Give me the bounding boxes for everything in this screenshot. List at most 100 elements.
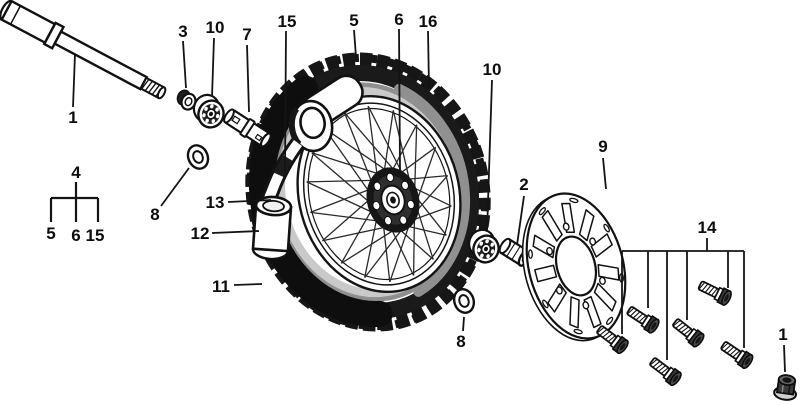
axle-sleeve-slots <box>231 115 263 142</box>
leader-lines <box>49 28 786 373</box>
tube-band-dark-segment <box>273 155 293 178</box>
spoke-line <box>416 197 447 236</box>
leader-brake-disc <box>602 157 607 190</box>
spoke-line <box>383 110 394 171</box>
callout-sub-assembly: 4 <box>71 163 81 182</box>
hub-hole <box>406 199 415 210</box>
disc-rim-slot <box>573 328 583 335</box>
disc-slot <box>578 209 595 242</box>
hub-hole <box>384 216 392 226</box>
callout-washer-left: 8 <box>150 205 159 224</box>
spoke-line <box>310 211 378 222</box>
disc-rim-slot <box>538 207 546 216</box>
spoke-line <box>340 229 394 264</box>
spoke-line <box>416 147 437 201</box>
spoke-line <box>392 124 418 170</box>
hub-axle-hole <box>390 196 396 204</box>
leader-rim <box>398 28 401 171</box>
callout-tire: 5 <box>349 11 358 30</box>
disc-mount-hole <box>546 246 554 256</box>
callout-bearing-right: 10 <box>483 60 502 79</box>
axle-sleeve-part <box>223 108 272 148</box>
axle-threads <box>141 78 164 97</box>
callout-washer-right: 8 <box>456 332 465 351</box>
hub-hole <box>399 215 408 225</box>
leader-center-spacer <box>516 195 525 246</box>
axle-sleeve-right-end <box>259 132 272 148</box>
spoke-line <box>416 208 434 260</box>
axle-head-edge <box>10 5 21 25</box>
spoke-line <box>367 106 378 175</box>
callout-sub-tube: 15 <box>86 226 105 245</box>
leader-axle-sleeve <box>246 44 250 113</box>
spoke-line <box>324 128 370 192</box>
disc-slot <box>561 202 576 234</box>
leader-bearing-right <box>486 79 493 233</box>
axle-nut-part <box>773 374 798 401</box>
bracket-disc-bolts <box>621 238 745 360</box>
callout-bearing-left: 10 <box>206 18 225 37</box>
leader-tire <box>353 29 357 58</box>
leader-axle-nut <box>783 344 786 373</box>
callout-sub-rim: 6 <box>71 226 80 245</box>
hub-hole <box>373 181 382 191</box>
leader-rim-band <box>427 30 430 89</box>
callout-labels: 1 3 10 7 15 5 6 16 10 4 5 6 15 8 13 12 1… <box>46 10 787 351</box>
spacer-left-end <box>498 237 512 255</box>
disc-slot <box>597 263 620 281</box>
valve-cylinder-part <box>251 195 293 261</box>
hub-hole <box>401 180 409 191</box>
disc-center-hole <box>554 235 598 297</box>
tube-ring-shade <box>288 107 302 147</box>
callout-collar-cap: 3 <box>178 22 187 41</box>
spoke-line <box>400 146 436 174</box>
axle-head <box>0 0 57 45</box>
hub-hole <box>386 172 395 183</box>
callout-inner-tube: 15 <box>278 12 297 31</box>
leader-bearing-left <box>211 37 215 98</box>
spoke-line <box>311 152 370 203</box>
callout-axle: 1 <box>68 108 77 127</box>
leader-axle <box>72 53 76 108</box>
disc-mount-hole <box>555 286 563 295</box>
leader-tire-tread <box>233 283 263 286</box>
disc-slot <box>569 296 580 329</box>
spoke-line <box>412 218 416 276</box>
spoke-line <box>414 124 418 190</box>
disc-slot <box>541 209 563 242</box>
disc-bolt-3 <box>669 314 707 350</box>
disc-rim-slot <box>542 299 549 309</box>
disc-rim-slot <box>606 316 614 325</box>
spoke-line <box>343 112 373 182</box>
collar-cap-hole <box>184 97 193 107</box>
disc-slot <box>590 233 613 258</box>
disc-mount-hole <box>589 237 597 246</box>
hub-part <box>366 167 420 233</box>
disc-slot <box>593 282 617 312</box>
disc-mount-hole <box>582 301 590 310</box>
nut-thread-hole <box>782 377 792 383</box>
callout-sub-tire: 5 <box>46 224 55 243</box>
disc-bolt-5 <box>646 353 684 388</box>
callout-brake-disc: 9 <box>598 137 607 156</box>
callout-disc-bolts: 14 <box>698 218 717 237</box>
leader-collar-cap <box>182 40 187 89</box>
callout-valve-sleeve: 12 <box>191 224 210 243</box>
leader-inner-tube <box>284 30 287 174</box>
axle-shaft <box>53 30 149 91</box>
axle-part <box>0 0 167 100</box>
washer-right-part <box>449 285 479 317</box>
leader-valve-sleeve <box>211 230 260 234</box>
spoke-line <box>389 225 410 283</box>
disc-rim-slot <box>569 197 579 204</box>
callout-center-spacer: 2 <box>519 175 528 194</box>
hub-holes <box>372 172 415 226</box>
disc-rim-slot <box>528 249 533 259</box>
callout-axle-sleeve: 7 <box>242 25 251 44</box>
valve-cylinder-hole <box>262 199 285 213</box>
axle-sleeve-collar <box>239 118 256 138</box>
callout-tire-tread: 11 <box>212 277 230 296</box>
disc-rim-slot <box>603 223 610 233</box>
washer-left-part <box>183 140 213 174</box>
